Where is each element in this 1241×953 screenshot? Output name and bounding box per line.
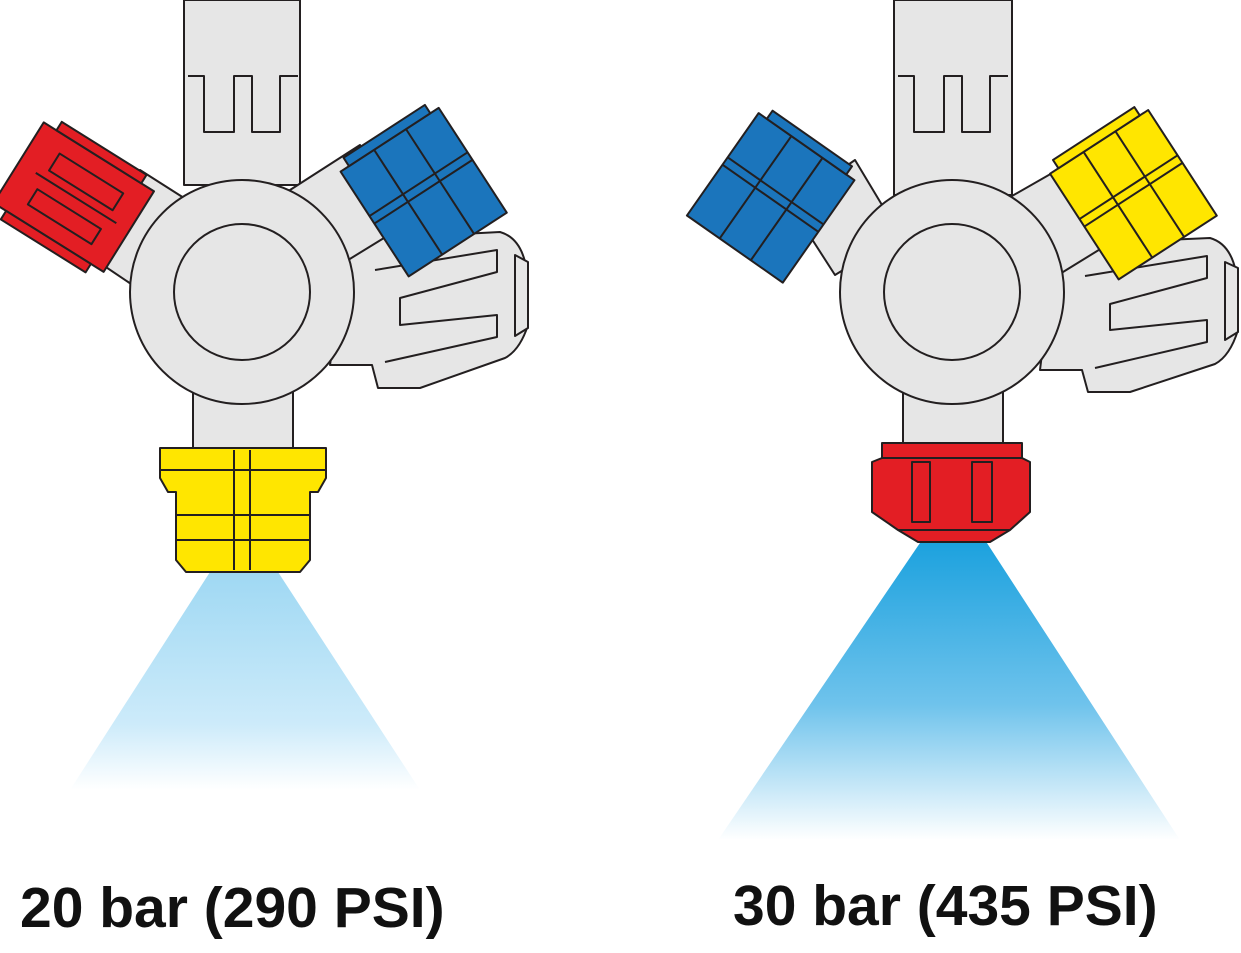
stem-clip bbox=[898, 75, 1008, 133]
nozzle-assembly-20bar bbox=[0, 0, 529, 790]
nozzle-assembly-30bar bbox=[685, 0, 1239, 840]
yellow-nozzle-cap bbox=[159, 447, 327, 573]
pressure-label-30bar: 30 bar (435 PSI) bbox=[733, 874, 1158, 938]
hub-inner bbox=[883, 223, 1021, 361]
hub-inner bbox=[173, 223, 311, 361]
rear-body-rib bbox=[1084, 255, 1208, 369]
blue-nozzle-cap bbox=[685, 109, 856, 284]
spray-cone-20bar bbox=[70, 572, 420, 790]
stem-clip bbox=[188, 75, 298, 133]
yellow-nozzle-cap bbox=[1049, 106, 1218, 281]
rear-body-edge bbox=[514, 254, 529, 337]
red-nozzle-cap bbox=[871, 442, 1031, 543]
blue-nozzle-cap bbox=[339, 103, 508, 278]
rear-body-edge bbox=[1224, 261, 1239, 341]
rear-body-rib bbox=[374, 249, 498, 363]
top-stem bbox=[183, 0, 301, 186]
red-nozzle-cap bbox=[0, 120, 155, 274]
top-stem bbox=[893, 0, 1013, 196]
spray-cone-30bar bbox=[718, 540, 1180, 840]
pressure-label-20bar: 20 bar (290 PSI) bbox=[20, 876, 445, 940]
